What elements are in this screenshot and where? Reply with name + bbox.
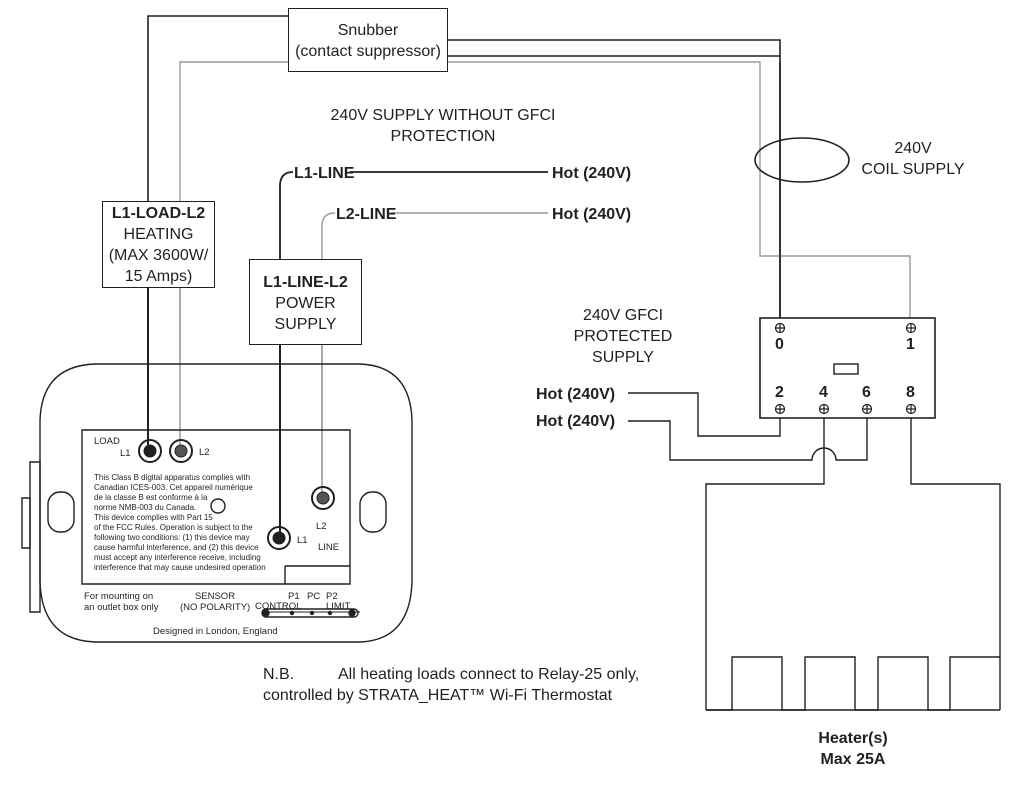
- l1-line-wire: [279, 171, 548, 363]
- relay-box: [759, 317, 936, 419]
- thermo-l1-line-label: L1: [297, 535, 308, 546]
- heater-wire: [705, 418, 825, 710]
- control-label: CONTROL: [255, 601, 302, 612]
- l1-line-label: L1-LINE: [294, 165, 355, 182]
- sensor-text: SENSOR (NO POLARITY): [180, 591, 251, 613]
- snubber-box: Snubber (contact suppressor): [288, 8, 448, 72]
- supply-no-gfci-label: 240V SUPPLY WITHOUT GFCI PROTECTION: [330, 107, 556, 145]
- snubber-subtitle: (contact suppressor): [295, 43, 441, 60]
- thermo-l2-line-label: L2: [316, 521, 327, 532]
- heater-label: Heater(s) Max 25A: [818, 730, 888, 768]
- p1-label: P1: [288, 591, 300, 602]
- snubber-title: Snubber: [337, 22, 399, 39]
- l2-line-wire: [321, 212, 548, 480]
- l2-line-label: L2-LINE: [336, 206, 397, 223]
- gfci-supply-label: 240V GFCI PROTECTED SUPPLY: [573, 307, 673, 366]
- designed-label: Designed in London, England: [153, 626, 278, 637]
- coil-grey-wire: [448, 61, 911, 318]
- mounting-text: For mounting on an outlet box only: [84, 591, 159, 613]
- note-line2: controlled by STRATA_HEAT™ Wi-Fi Thermos…: [263, 687, 613, 704]
- relay-terminal-4: 4: [819, 384, 828, 401]
- pc-label: PC: [307, 591, 321, 602]
- gfci-hot-wire-2: [628, 418, 868, 461]
- hot-gfci-2-label: Hot (240V): [536, 413, 616, 430]
- load-box: L1-LOAD-L2 HEATING (MAX 3600W/ 15 Amps): [102, 201, 215, 288]
- coil-supply-ring: [754, 137, 850, 183]
- relay-indicator: [833, 363, 859, 375]
- thermo-load-label: LOAD: [94, 436, 120, 447]
- thermo-line-label: LINE: [318, 542, 340, 553]
- relay-terminal-2: 2: [775, 384, 784, 401]
- coil-supply-label: 240V COIL SUPPLY: [861, 140, 965, 178]
- p2-label: P2: [326, 591, 338, 602]
- relay-terminal-1: 1: [906, 336, 915, 353]
- thermo-l1-load-label: L1: [120, 448, 131, 459]
- limit-label: LIMIT: [326, 601, 351, 612]
- relay-terminal-6: 6: [862, 384, 871, 401]
- gfci-hot-wire-1: [628, 392, 781, 437]
- power-box: L1-LINE-L2 POWER SUPPLY: [249, 259, 362, 345]
- relay-terminal-0: 0: [775, 336, 784, 353]
- relay-screws: [774, 322, 917, 415]
- thermo-l2-load-label: L2: [199, 447, 210, 458]
- thermostat-terminals: [138, 439, 335, 550]
- heater-element: [706, 656, 1000, 711]
- hot-top-1-label: Hot (240V): [552, 165, 632, 182]
- hot-gfci-1-label: Hot (240V): [536, 386, 616, 403]
- compliance-text: This Class B digital apparatus complies …: [94, 473, 266, 572]
- hot-top-2-label: Hot (240V): [552, 206, 632, 223]
- sensor-connector: [261, 608, 359, 618]
- note-prefix: N.B.: [263, 666, 295, 683]
- heater-wire-right: [910, 418, 1001, 710]
- relay-terminal-8: 8: [906, 384, 915, 401]
- note-line1: All heating loads connect to Relay-25 on…: [338, 666, 640, 683]
